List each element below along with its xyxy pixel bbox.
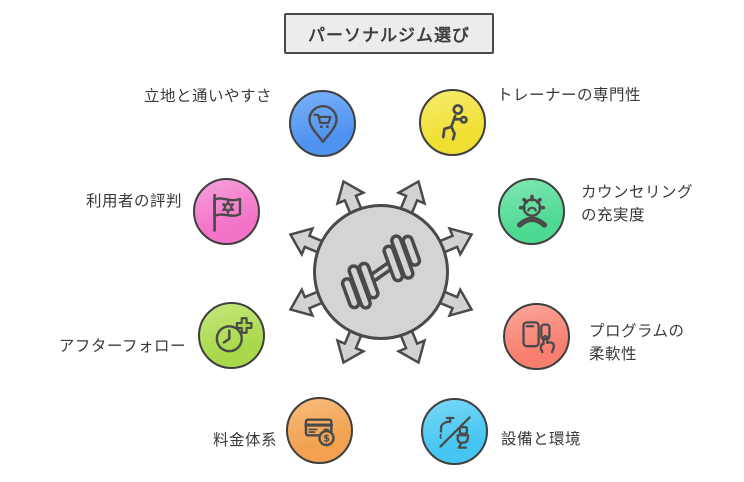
node-program <box>503 303 570 370</box>
label-reputation: 利用者の評判 <box>85 192 182 210</box>
label-counseling: カウンセリング の充実度 <box>581 183 694 224</box>
label-trainer: トレーナーの専門性 <box>497 86 642 104</box>
page-title: パーソナルジム選び <box>284 13 494 54</box>
clock-plus-icon <box>215 316 253 352</box>
label-fees: 料金体系 <box>212 431 277 449</box>
hub-graphic <box>288 179 474 365</box>
label-afterfollow: アフターフォロー <box>58 337 186 355</box>
svg-text:$: $ <box>323 433 330 444</box>
credit-card-coin-icon: $ <box>303 417 335 446</box>
node-trainer <box>419 89 486 156</box>
node-reputation <box>193 178 260 245</box>
exercising-person-icon <box>441 103 468 141</box>
flag-star-icon <box>212 193 241 232</box>
dumbbell-icon <box>340 234 422 310</box>
label-location: 立地と通いやすさ <box>143 87 272 105</box>
node-fees: $ <box>286 397 353 464</box>
label-facilities: 設備と環境 <box>501 430 582 448</box>
faucet-toilet-icon <box>438 415 471 449</box>
node-counseling <box>498 178 565 245</box>
node-location <box>289 90 356 157</box>
map-pin-cart-icon <box>307 104 338 143</box>
node-afterfollow <box>198 302 265 369</box>
gear-handset-icon <box>516 194 547 228</box>
node-facilities <box>421 398 488 465</box>
devices-hand-icon <box>521 320 555 353</box>
label-program: プログラムの 柔軟性 <box>589 322 685 363</box>
